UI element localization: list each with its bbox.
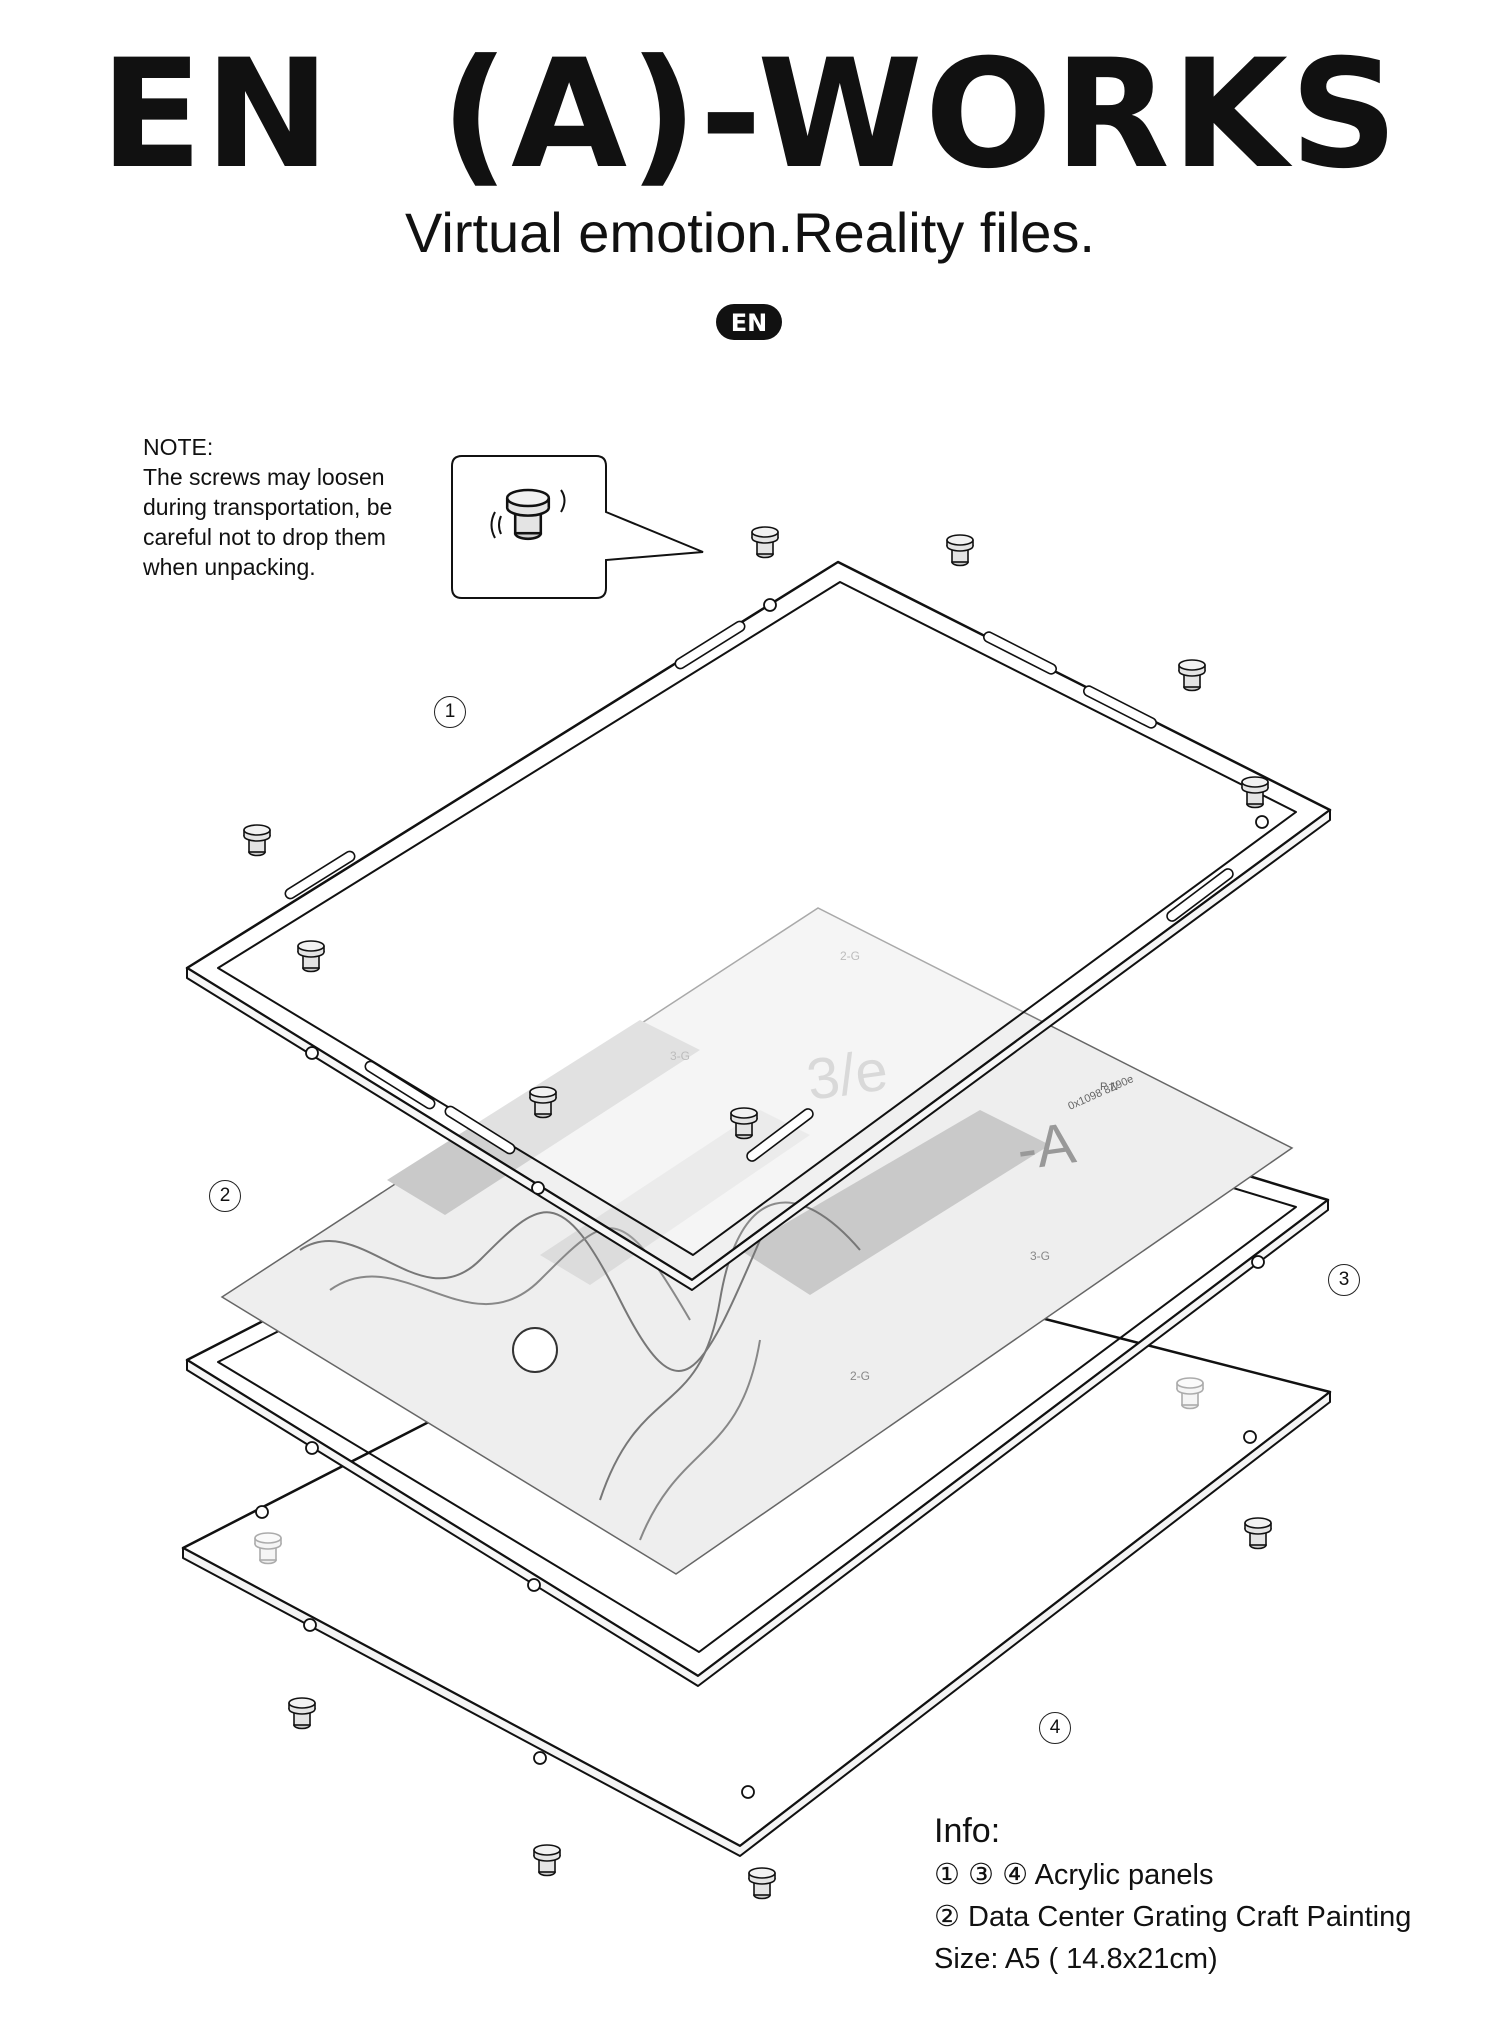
info-title: Info: xyxy=(934,1812,1001,1850)
artwork-text: -A xyxy=(1013,1110,1080,1182)
info-line: Size: A5 ( 14.8x21cm) xyxy=(934,1943,1218,1975)
screw xyxy=(751,526,779,559)
artwork-text: 2-G xyxy=(850,1369,870,1383)
acrylic-panel-4 xyxy=(181,1246,1332,1857)
note-callout xyxy=(451,455,704,599)
callout-number-2: 2 xyxy=(209,1180,241,1212)
note-title: NOTE: xyxy=(143,434,214,460)
screw xyxy=(288,1697,316,1730)
screw xyxy=(748,1867,776,1900)
page-title: EN (A)-WORKS xyxy=(100,28,1400,202)
callout-number-1: 1 xyxy=(434,696,466,728)
info-line: ② Data Center Grating Craft Painting xyxy=(934,1901,1412,1933)
screw xyxy=(1178,659,1206,692)
artwork-text: 2-G xyxy=(840,949,860,963)
logo-text: EN xyxy=(731,309,767,337)
screw xyxy=(1244,1517,1272,1550)
artwork-text: P N xyxy=(1100,1081,1118,1093)
callout-number-4: 4 xyxy=(1039,1712,1071,1744)
note-line: when unpacking. xyxy=(143,554,316,580)
info-block: Info: ① ③ ④ Acrylic panels ② Data Center… xyxy=(934,1808,1474,1980)
screw xyxy=(533,1844,561,1877)
screw xyxy=(243,824,271,857)
screw xyxy=(946,534,974,567)
note-line: during transportation, be xyxy=(143,494,393,520)
note-block: NOTE: The screws may loosen during trans… xyxy=(143,432,443,582)
page-subtitle: Virtual emotion.Reality files. xyxy=(405,201,1095,264)
artwork-text: 3/e xyxy=(803,1037,892,1113)
note-line: careful not to drop them xyxy=(143,524,386,550)
acrylic-panel-1 xyxy=(185,560,1332,1291)
artwork-text: 3-G xyxy=(1030,1249,1050,1263)
note-line: The screws may loosen xyxy=(143,464,385,490)
en-logo: EN xyxy=(715,303,783,341)
info-line: ① ③ ④ Acrylic panels xyxy=(934,1859,1214,1891)
artwork-text: 3-G xyxy=(670,1049,690,1063)
callout-number-3: 3 xyxy=(1328,1264,1360,1296)
